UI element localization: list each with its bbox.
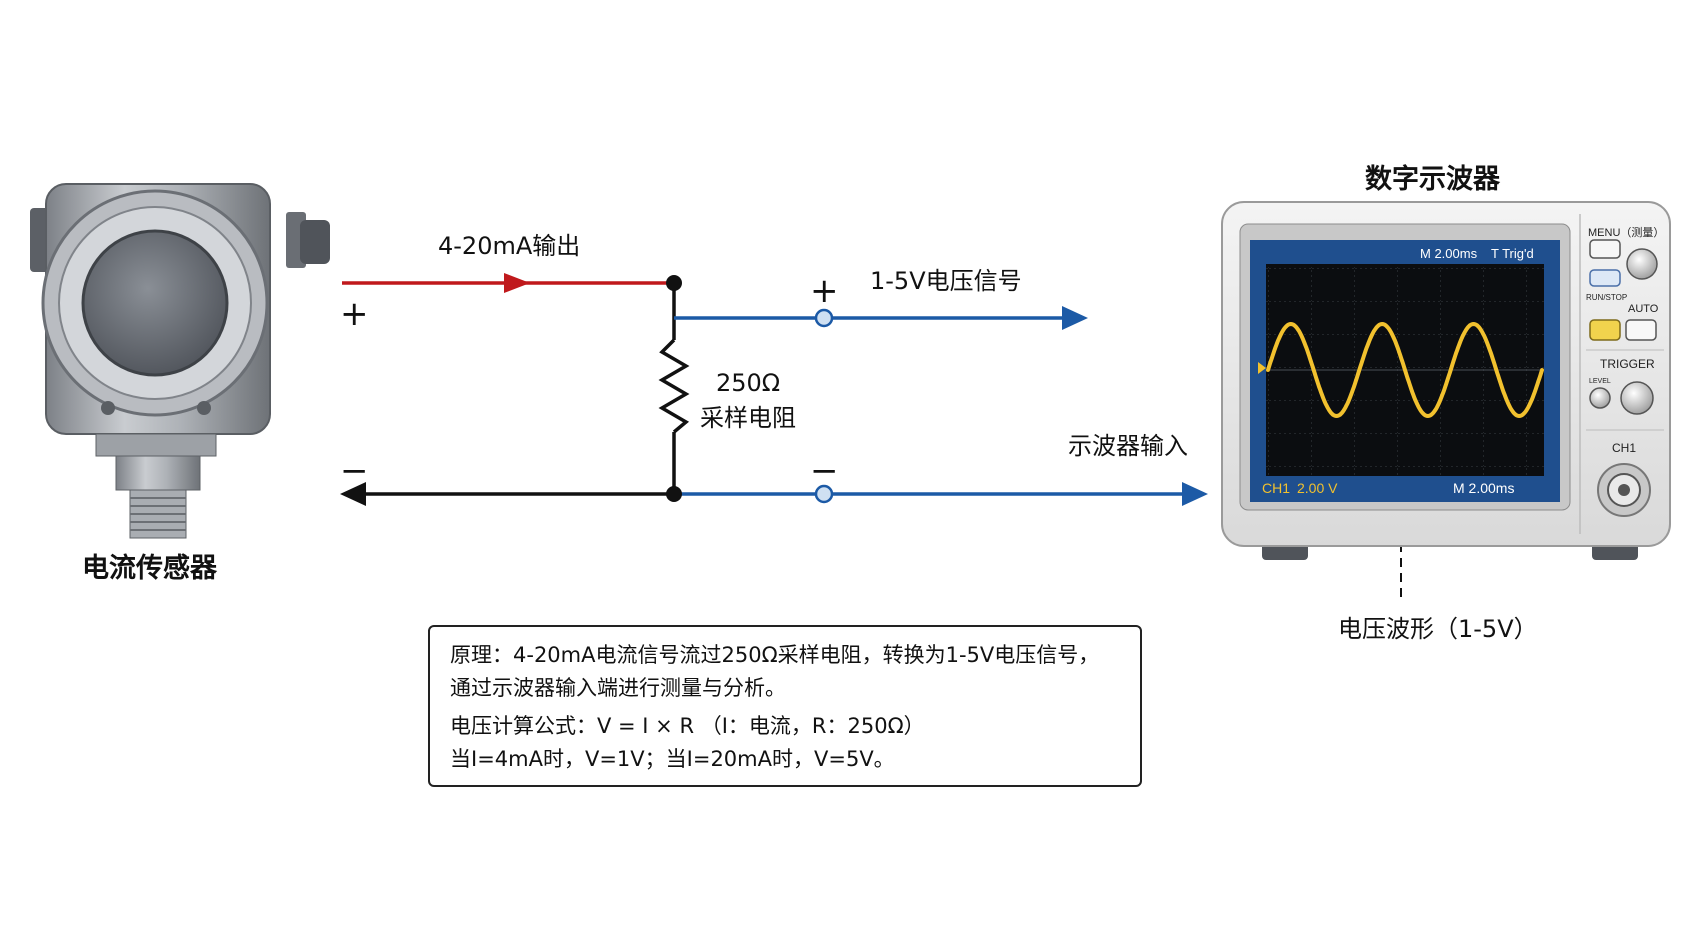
nodes	[666, 275, 834, 504]
scope-waveform-trace	[1266, 321, 1544, 419]
scope-menu-button	[1589, 239, 1621, 259]
oscilloscope	[1221, 201, 1671, 560]
minus-right-sign: −	[810, 451, 839, 491]
scope-title: 数字示波器	[1365, 164, 1500, 195]
resistor-value: 250Ω	[716, 369, 781, 397]
plus-right-sign: +	[810, 271, 839, 311]
waveform-label: 电压波形（1-5V）	[1338, 615, 1538, 643]
terminal-plus	[814, 308, 834, 328]
terminal-minus	[814, 484, 834, 504]
sensor-label: 电流传感器	[82, 553, 217, 584]
principle-note-box: 原理：4-20mA电流信号流过250Ω采样电阻，转换为1-5V电压信号， 通过示…	[428, 625, 1142, 787]
note-line-1: 原理：4-20mA电流信号流过250Ω采样电阻，转换为1-5V电压信号，	[450, 643, 1100, 667]
plus-left-sign: +	[340, 294, 369, 334]
scope-runstop-button	[1589, 269, 1621, 287]
screen-trig-status: T Trig'd	[1491, 246, 1534, 261]
arrow-blue-minus	[1182, 482, 1208, 506]
resistor-zigzag	[658, 338, 690, 434]
output-label: 4-20mA输出	[438, 232, 581, 260]
scope-auto-button	[1625, 319, 1657, 341]
screen-timebase-top: M 2.00ms	[1420, 246, 1478, 261]
scope-runstop-label: RUN/STOP	[1586, 293, 1628, 302]
scope-level-label: LEVEL	[1589, 378, 1611, 385]
note-line-3: 电压计算公式：V = I × R （I：电流，R：250Ω）	[450, 714, 925, 738]
screen-channel: CH1	[1262, 480, 1291, 496]
sensor-screw-left	[101, 401, 115, 415]
sensor-cable-gland-nut	[300, 220, 330, 264]
scope-input-label: 示波器输入	[1068, 432, 1188, 460]
scope-yellow-button	[1589, 319, 1621, 341]
scope-level-knob	[1589, 387, 1611, 409]
arrow-blue-plus	[1062, 306, 1088, 330]
sensor-display-window	[81, 229, 229, 377]
scope-trigger-label: TRIGGER	[1600, 357, 1655, 371]
sensor-thread-lines	[130, 497, 186, 531]
current-sensor	[30, 183, 330, 539]
screen-timebase-bottom: M 2.00ms	[1453, 480, 1515, 496]
arrow-red	[504, 273, 530, 293]
node-top	[666, 275, 682, 291]
resistor-name: 采样电阻	[700, 404, 796, 432]
arrow-black	[340, 482, 366, 506]
note-line-4: 当I=4mA时，V=1V；当I=20mA时，V=5V。	[450, 747, 895, 771]
scope-ch1-label: CH1	[1612, 441, 1637, 455]
sensor-screw-right	[197, 401, 211, 415]
sensor-neck	[95, 433, 217, 457]
screen-volts-div: 2.00 V	[1297, 480, 1338, 496]
scope-trigger-marker	[1258, 362, 1266, 374]
scope-menu-knob	[1626, 248, 1658, 280]
scope-auto-label: AUTO	[1628, 303, 1659, 315]
scope-ch1-connector-pin	[1618, 484, 1630, 496]
signal-label: 1-5V电压信号	[870, 267, 1022, 295]
node-bottom	[666, 486, 682, 502]
note-line-2: 通过示波器输入端进行测量与分析。	[450, 676, 786, 700]
scope-menu-label: MENU（测量）	[1588, 227, 1665, 239]
minus-left-sign: −	[340, 451, 369, 491]
sensor-hex-nut	[115, 455, 201, 491]
scope-trigger-knob	[1620, 381, 1654, 415]
